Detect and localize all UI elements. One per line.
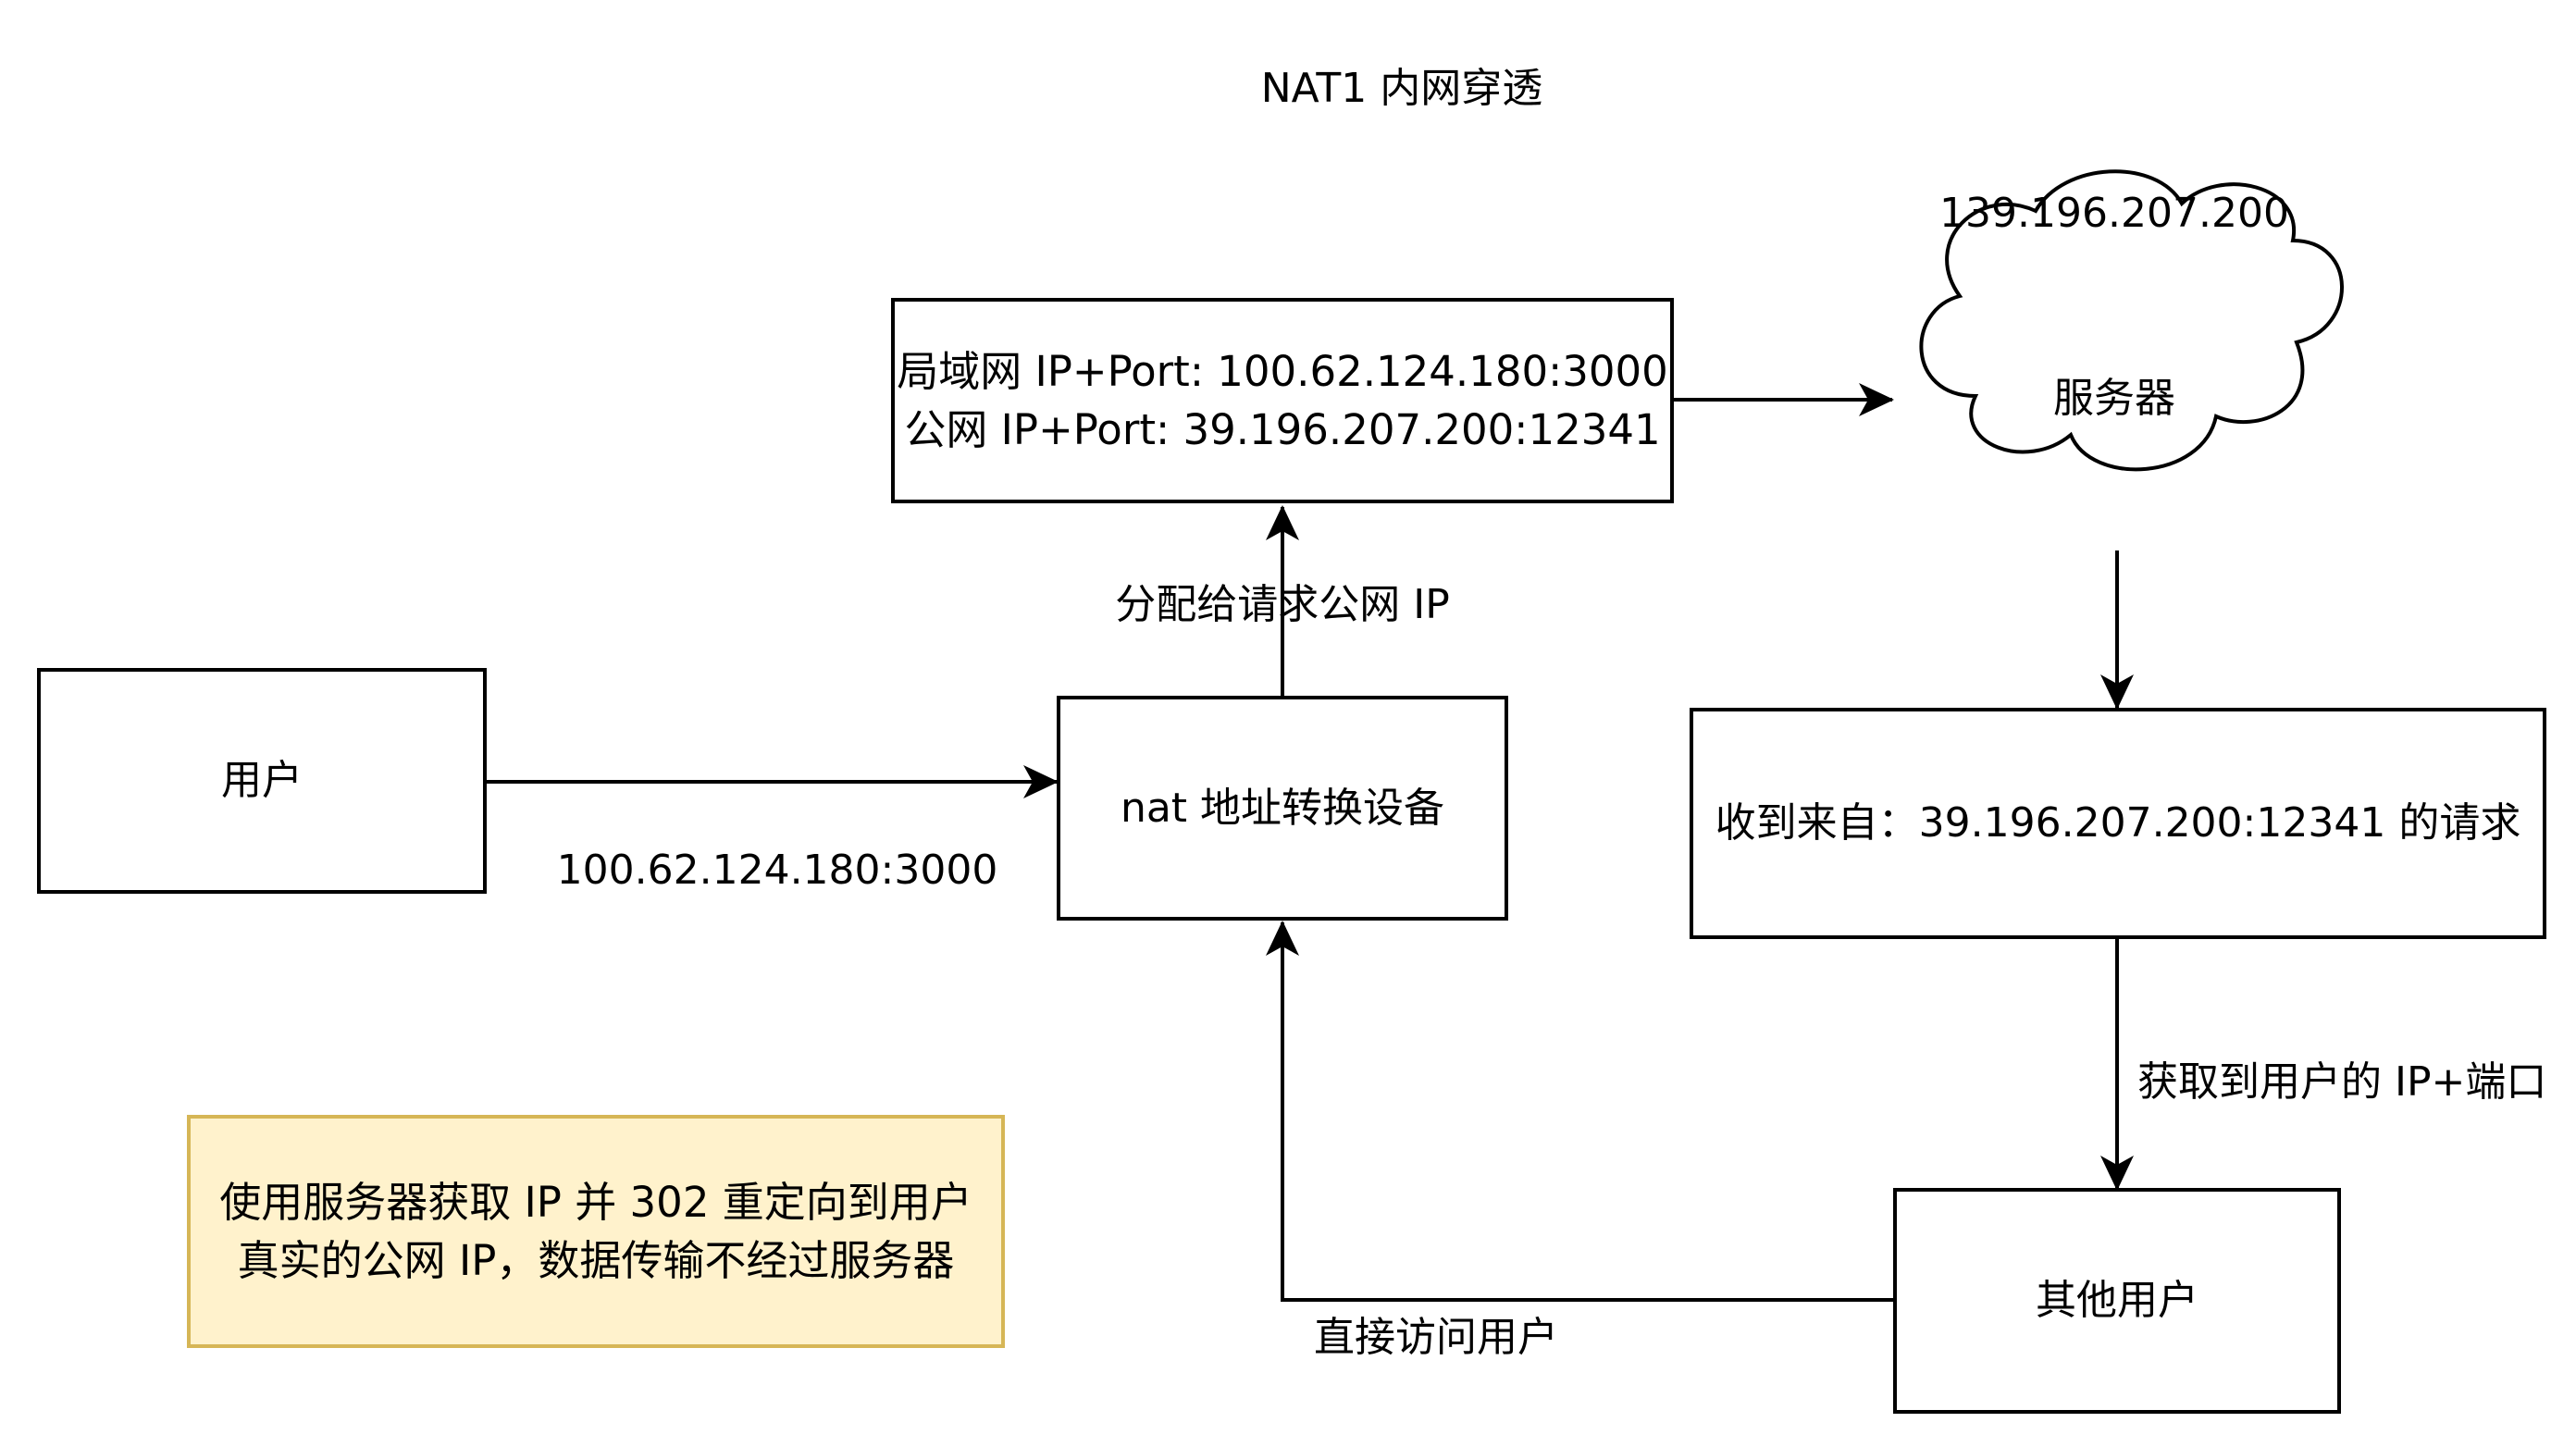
received-request-label: 收到来自：39.196.207.200:12341 的请求 [1715, 799, 2521, 847]
diagram-title: NAT1 内网穿透 [1260, 65, 1543, 112]
received-request-node: 收到来自：39.196.207.200:12341 的请求 [1690, 708, 2546, 939]
nat-mapping-box: 局域网 IP+Port: 100.62.124.180:3000 公网 IP+P… [891, 298, 1674, 503]
server-ip-label: 139.196.207.200 [1939, 190, 2289, 237]
label-direct-access: 直接访问用户 [1314, 1314, 1558, 1361]
label-user-lan-address: 100.62.124.180:3000 [556, 847, 998, 894]
server-node-label: 服务器 [2053, 375, 2175, 422]
note-box: 使用服务器获取 IP 并 302 重定向到用户 真实的公网 IP，数据传输不经过… [187, 1115, 1005, 1348]
other-user-label: 其他用户 [2036, 1277, 2198, 1325]
nat-device-label: nat 地址转换设备 [1120, 784, 1445, 832]
nat-device-node: nat 地址转换设备 [1057, 696, 1508, 921]
server-cloud-shape [1919, 169, 2344, 472]
edge-other-user-to-nat [1266, 921, 1895, 1302]
label-get-user-ip-port: 获取到用户的 IP+端口 [2137, 1058, 2547, 1106]
mapping-lan-line: 局域网 IP+Port: 100.62.124.180:3000 [897, 347, 1668, 396]
other-user-node: 其他用户 [1893, 1188, 2341, 1414]
note-line-1: 使用服务器获取 IP 并 302 重定向到用户 [219, 1178, 972, 1227]
label-assign-public-ip: 分配给请求公网 IP [1115, 581, 1450, 628]
user-node-label: 用户 [221, 757, 303, 805]
mapping-wan-line: 公网 IP+Port: 39.196.207.200:12341 [904, 405, 1661, 454]
user-node: 用户 [37, 668, 487, 894]
note-line-2: 真实的公网 IP，数据传输不经过服务器 [237, 1236, 955, 1285]
